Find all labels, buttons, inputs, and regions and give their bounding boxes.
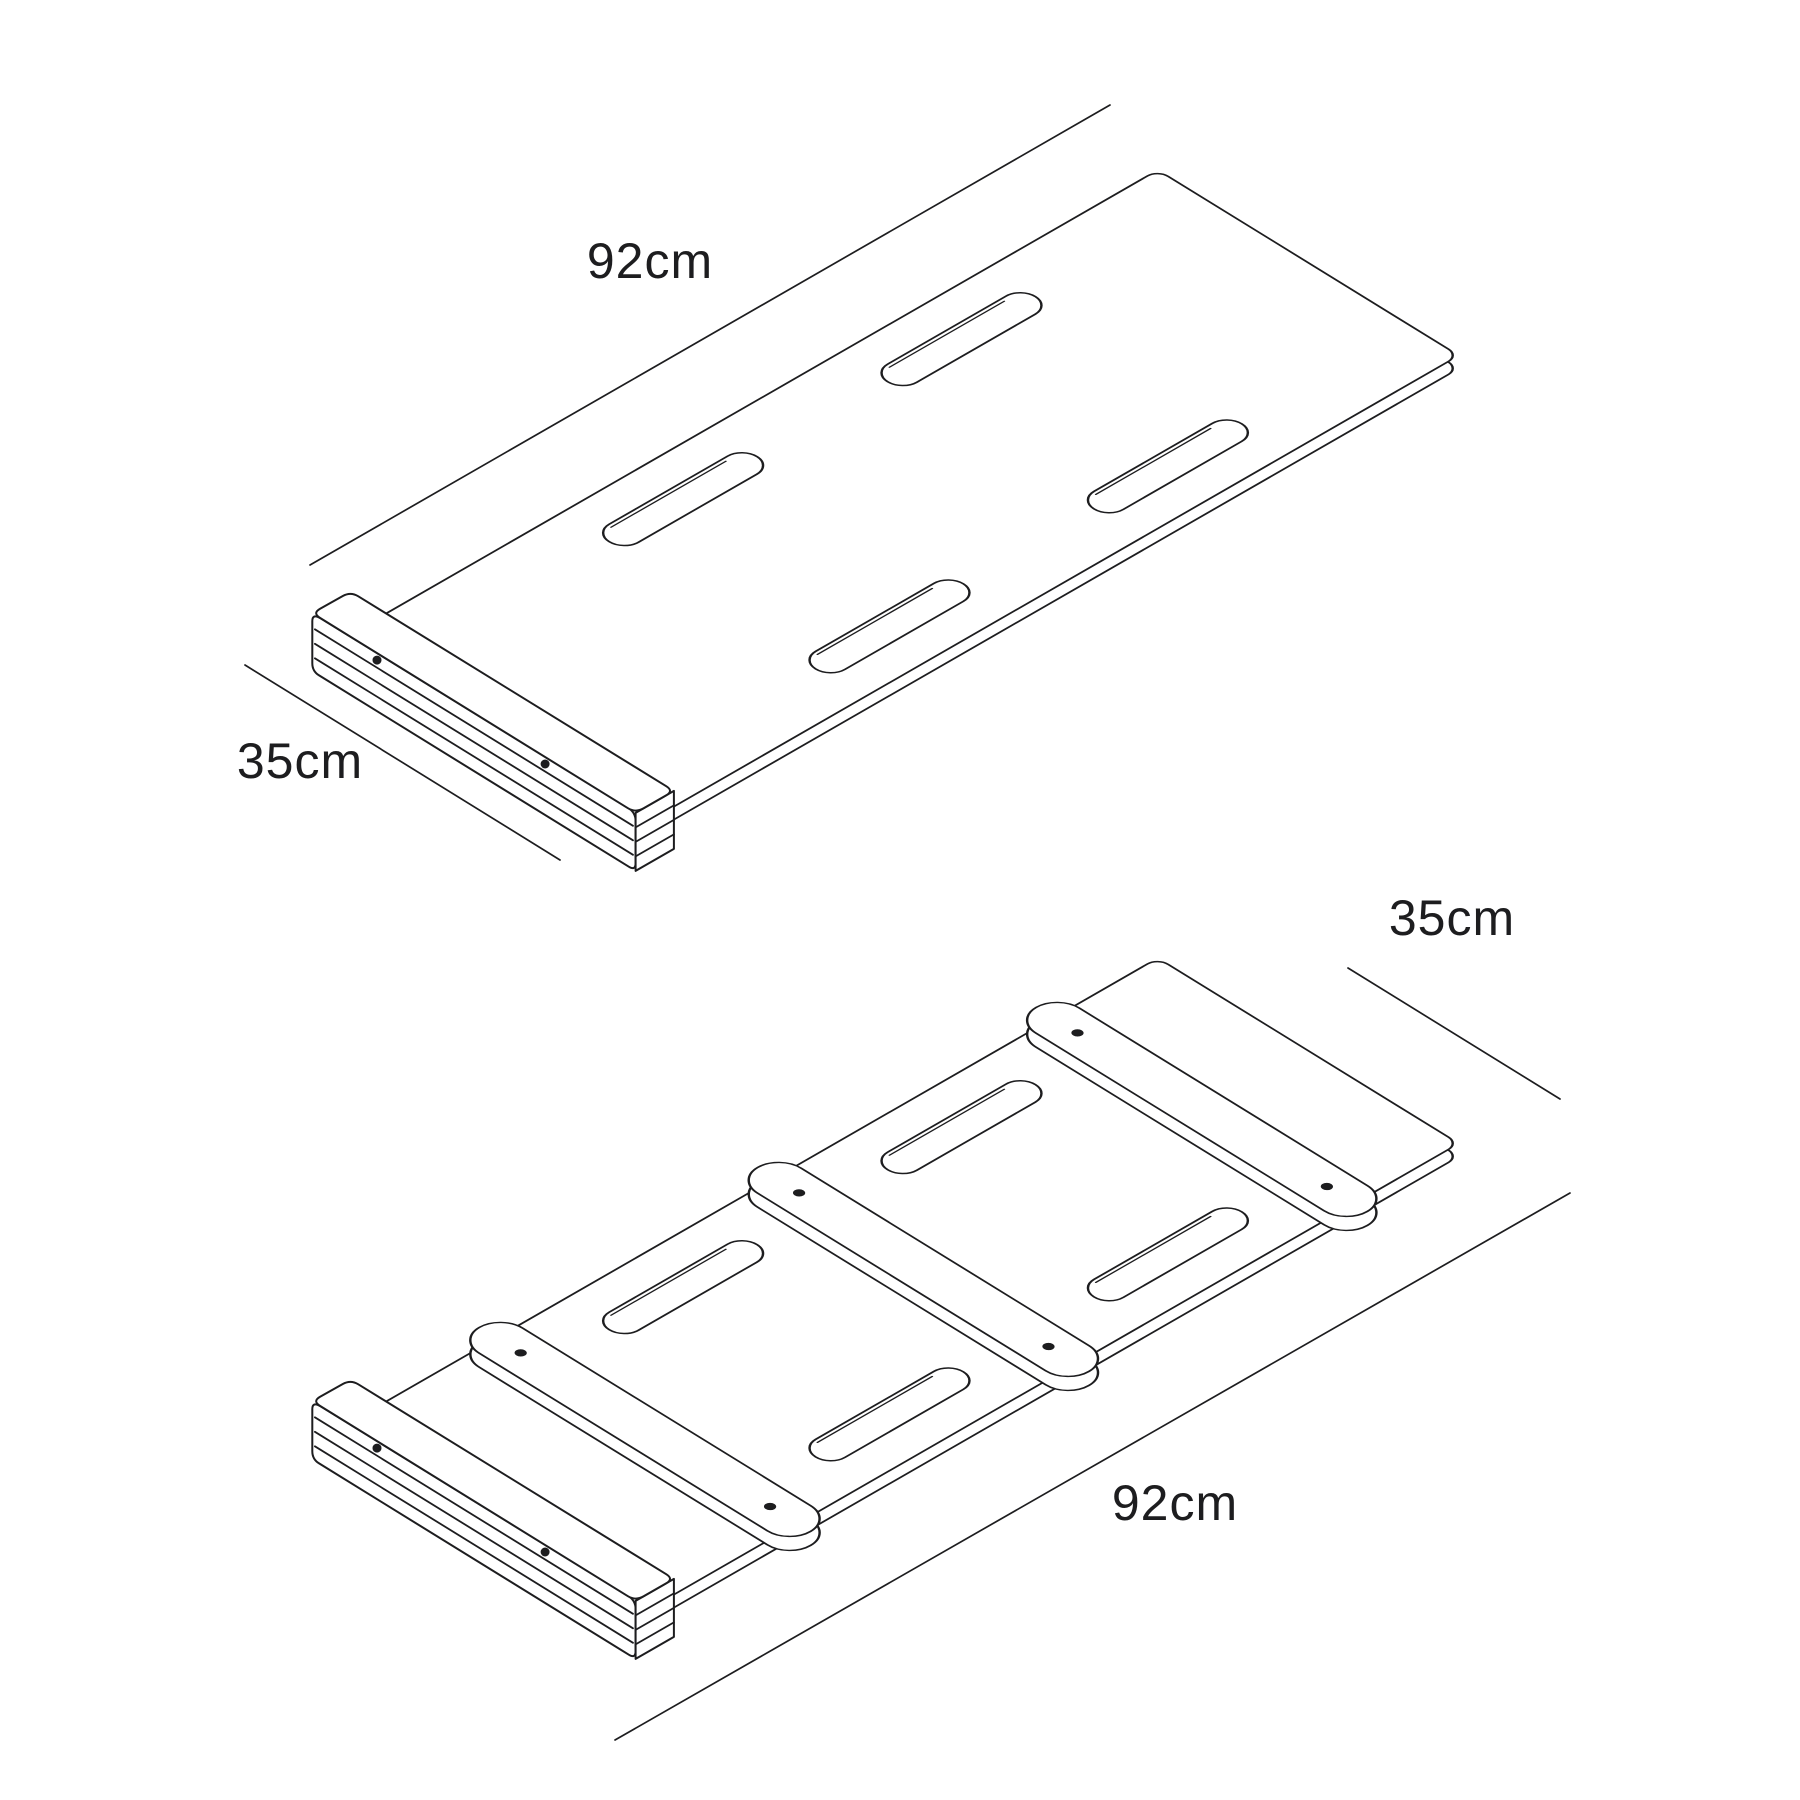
dimension-label-width: 35cm — [1389, 890, 1515, 946]
dimension-line — [309, 104, 1111, 566]
screw-dot — [1042, 1342, 1055, 1351]
screw-dot — [763, 1502, 777, 1511]
dimension-label-length: 92cm — [1112, 1475, 1238, 1531]
dimension-line — [244, 664, 561, 861]
screw-dot — [514, 1349, 527, 1357]
dimension-top-length: 92cm — [309, 104, 1111, 566]
dimension-label-width: 35cm — [237, 733, 363, 789]
screw-dot — [1071, 1029, 1084, 1037]
dimension-top-width: 35cm — [237, 664, 561, 861]
rung — [456, 1313, 834, 1560]
dimension-label-length: 92cm — [587, 233, 713, 289]
dimension-line — [1347, 967, 1561, 1100]
rung — [734, 1153, 1112, 1400]
screw-dot — [1320, 1182, 1333, 1191]
dimension-bottom-length: 92cm — [614, 1192, 1571, 1741]
dimension-bottom-width: 35cm — [1347, 890, 1561, 1100]
screw-dot — [792, 1189, 806, 1197]
panel-rungs-view — [311, 956, 1461, 1660]
rung — [1013, 993, 1391, 1240]
dimension-line — [614, 1192, 1571, 1741]
